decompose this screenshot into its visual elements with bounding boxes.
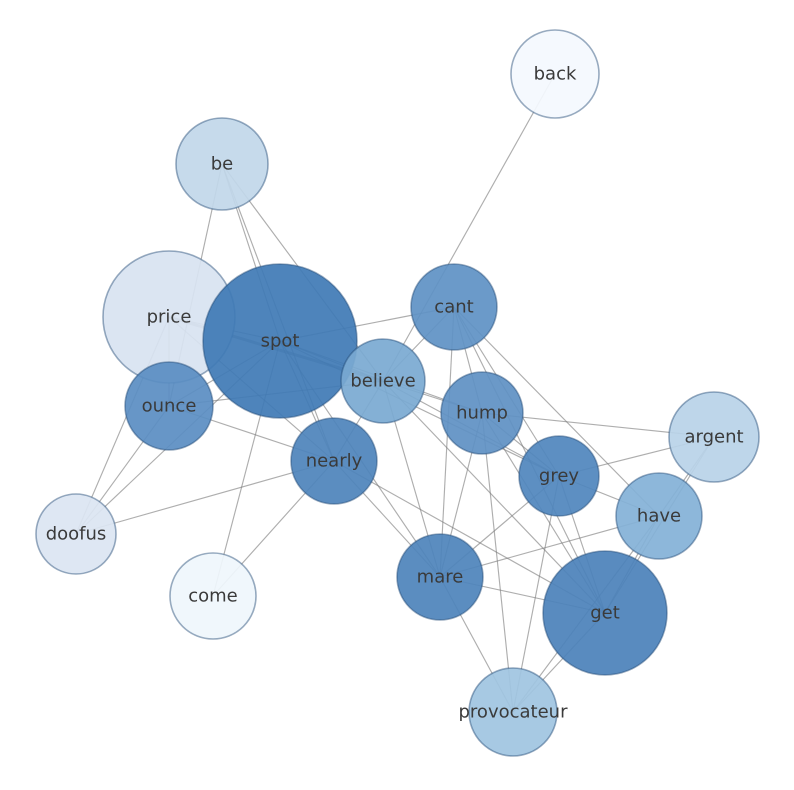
graph-node-be [175, 117, 269, 211]
graph-edge-doofus-nearly [75, 460, 335, 535]
graph-edge-back-believe [382, 73, 556, 382]
graph-node-grey [518, 435, 600, 517]
graph-node-have [615, 472, 703, 560]
graph-node-come [169, 552, 257, 640]
graph-node-doofus [35, 493, 117, 575]
graph-node-get [542, 550, 668, 676]
graph-node-mare [396, 533, 484, 621]
graph-edge-cant-mare [439, 306, 455, 578]
graph-node-hump [440, 371, 524, 455]
nodes-layer [35, 29, 760, 757]
graph-node-argent [668, 391, 760, 483]
graph-edge-cant-have [453, 306, 660, 517]
graph-edge-hump-provocateur [481, 412, 514, 713]
graph-node-believe [340, 338, 426, 424]
graph-node-spot [202, 263, 358, 419]
graph-node-cant [410, 263, 498, 351]
graph-node-nearly [290, 417, 378, 505]
graph-node-ounce [124, 361, 214, 451]
graph-node-provocateur [468, 667, 558, 757]
graph-node-back [510, 29, 600, 119]
